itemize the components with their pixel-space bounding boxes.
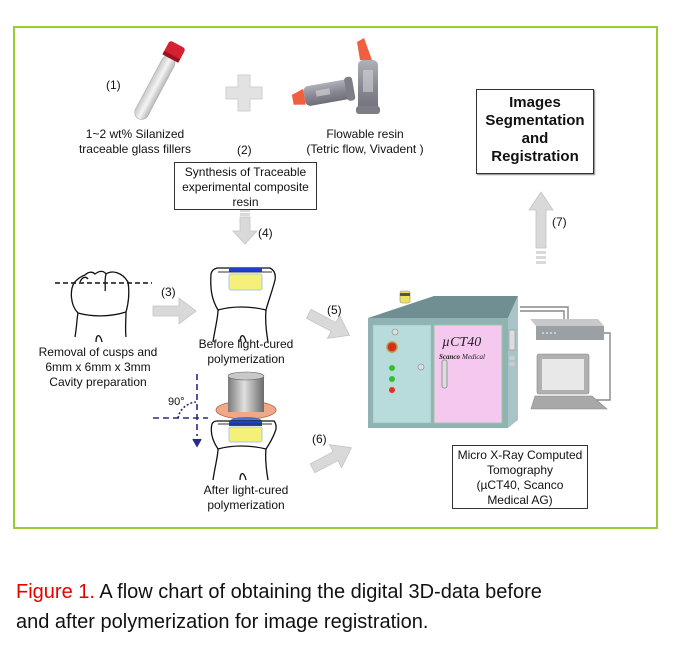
fillers-label-line: 1~2 wt% Silanized xyxy=(85,127,185,141)
device-model-text: µCT40 xyxy=(442,335,481,350)
cables xyxy=(520,306,611,401)
microct-box-line: Medical AG) xyxy=(487,493,553,507)
synthesis-box-line: resin xyxy=(232,195,259,209)
synthesis-box-line: experimental composite xyxy=(182,180,309,194)
arrow-3 xyxy=(152,297,197,325)
before-cure-label-line: Before light-cured xyxy=(198,337,294,351)
synthesis-box: Synthesis of Traceable experimental comp… xyxy=(174,162,317,210)
light-cure-unit-icon xyxy=(215,371,277,425)
tooth-with-cusps-icon xyxy=(70,270,130,343)
laptop-icon xyxy=(530,353,608,410)
angle-indicator xyxy=(153,374,208,448)
after-cure-label-line: polymerization xyxy=(207,498,285,512)
resin-label: Flowable resin (Tetric flow, Vivadent ) xyxy=(290,127,440,157)
arrow-4 xyxy=(232,209,258,245)
caption-figure-label: Figure 1. xyxy=(16,581,95,603)
images-box-line: Images xyxy=(509,94,561,111)
microct-box-line: Micro X-Ray Computed xyxy=(457,448,583,462)
before-cure-label: Before light-cured polymerization xyxy=(186,337,306,367)
caption-text: A flow chart of obtaining the digital 3D… xyxy=(94,581,542,603)
tooth-before-cure-icon xyxy=(210,267,276,343)
glass-tube-icon xyxy=(134,41,185,120)
plus-icon xyxy=(225,74,263,112)
step-2-label: (2) xyxy=(237,143,252,157)
after-cure-label: After light-cured polymerization xyxy=(186,483,306,513)
synthesis-box-line: Synthesis of Traceable xyxy=(184,165,307,179)
resin-syringe-icon xyxy=(291,38,380,114)
arrow-7 xyxy=(528,191,554,264)
cavity-label-line: Cavity preparation xyxy=(49,375,147,389)
microct-box: Micro X-Ray Computed Tomography (µCT40, … xyxy=(452,445,588,509)
images-box-line: Segmentation xyxy=(485,112,585,129)
step-3-label: (3) xyxy=(161,285,176,299)
step-5-label: (5) xyxy=(327,303,342,317)
tooth-after-cure-icon xyxy=(210,420,277,481)
caption-line-2: and after polymerization for image regis… xyxy=(16,611,429,633)
after-cure-label-line: After light-cured xyxy=(203,483,289,497)
step-7-label: (7) xyxy=(552,215,567,229)
before-cure-label-line: polymerization xyxy=(207,352,285,366)
microct-box-line: Tomography xyxy=(486,463,554,477)
micro-ct-device-icon xyxy=(368,290,518,428)
microct-box-line: (µCT40, Scanco xyxy=(476,478,564,492)
fillers-label: 1~2 wt% Silanized traceable glass filler… xyxy=(70,127,200,157)
figure-caption: Figure 1. A flow chart of obtaining the … xyxy=(16,577,542,637)
fillers-label-line: traceable glass fillers xyxy=(78,142,192,156)
resin-label-line: Flowable resin xyxy=(326,127,404,141)
resin-label-line: (Tetric flow, Vivadent ) xyxy=(306,142,424,156)
angle-label: 90° xyxy=(168,396,185,408)
images-box: Images Segmentation and Registration xyxy=(476,89,594,174)
images-box-line: and xyxy=(521,130,549,147)
figure-frame xyxy=(13,26,658,529)
images-box-line: Registration xyxy=(491,148,579,165)
arrow-5 xyxy=(305,308,351,339)
caption-line-1: Figure 1. A flow chart of obtaining the … xyxy=(16,577,542,607)
arrow-6 xyxy=(309,444,353,474)
cavity-label: Removal of cusps and 6mm x 6mm x 3mm Cav… xyxy=(28,345,168,390)
step-4-label: (4) xyxy=(258,226,273,240)
network-box-icon xyxy=(530,319,604,340)
cavity-label-line: Removal of cusps and xyxy=(38,345,158,359)
step-1-label: (1) xyxy=(106,78,121,92)
step-6-label: (6) xyxy=(312,432,327,446)
cavity-label-line: 6mm x 6mm x 3mm xyxy=(45,360,151,374)
